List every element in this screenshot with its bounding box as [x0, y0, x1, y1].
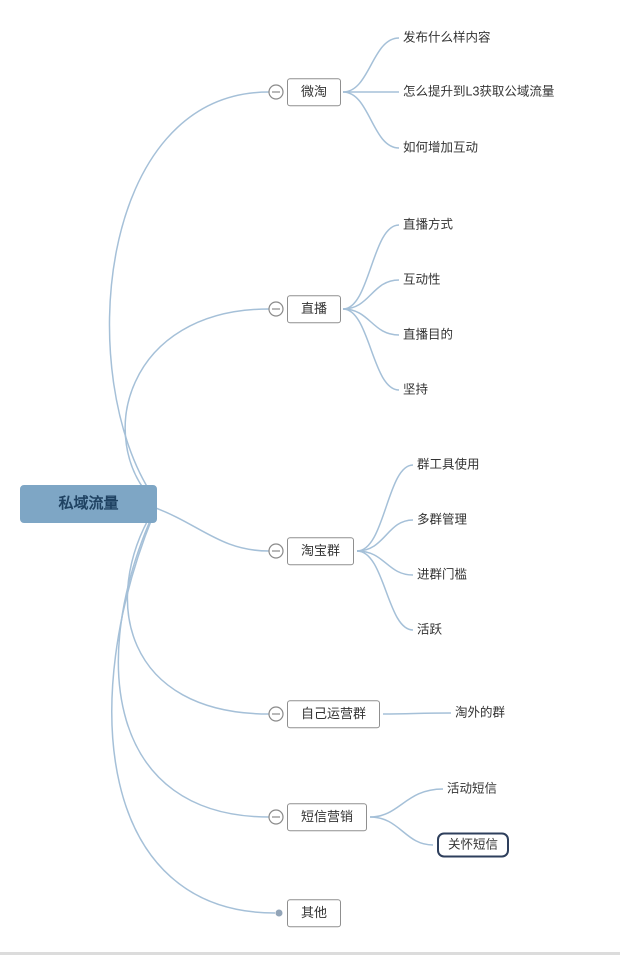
leaf-node[interactable]: 怎么提升到L3获取公域流量: [403, 84, 555, 99]
leaf-node[interactable]: 进群门槛: [417, 567, 468, 582]
leaf-node[interactable]: 活跃: [417, 622, 443, 637]
connector-line: [369, 788, 444, 818]
connector-line: [369, 816, 434, 846]
leaf-node[interactable]: 互动性: [403, 272, 441, 287]
connector-line: [356, 550, 414, 631]
leaf-node[interactable]: 群工具使用: [417, 457, 480, 472]
leaf-node[interactable]: 如何增加互动: [403, 140, 479, 155]
leaf-node[interactable]: 淘外的群: [455, 705, 506, 720]
branch-node-zijiyunyingqun[interactable]: 自己运营群: [287, 700, 381, 728]
leaf-node[interactable]: 直播目的: [403, 327, 454, 342]
collapse-icon[interactable]: [268, 543, 284, 559]
leaf-node[interactable]: 发布什么样内容: [403, 30, 491, 45]
branch-dot: [275, 909, 283, 917]
branch-node-duanxinyingxiao[interactable]: 短信营销: [287, 803, 368, 831]
collapse-icon[interactable]: [268, 706, 284, 722]
connector-line: [342, 308, 400, 336]
connector-line: [342, 37, 400, 93]
leaf-node[interactable]: 多群管理: [417, 512, 468, 527]
branch-node-taobaoqun[interactable]: 淘宝群: [287, 537, 355, 565]
connector-line: [117, 513, 270, 818]
connector-line: [356, 519, 414, 552]
collapse-icon[interactable]: [268, 301, 284, 317]
branch-node-zhibo[interactable]: 直播: [287, 295, 342, 323]
connector-line: [342, 224, 400, 310]
connector-line: [382, 712, 452, 715]
connector-line: [356, 550, 414, 576]
connector-line: [342, 91, 400, 149]
connector-line: [356, 464, 414, 552]
connector-line: [111, 515, 276, 914]
leaf-node[interactable]: 坚持: [403, 382, 429, 397]
connector-line: [124, 308, 270, 501]
connector-line: [108, 91, 270, 497]
leaf-node-selected[interactable]: 关怀短信: [437, 832, 510, 858]
leaf-node[interactable]: 活动短信: [447, 781, 498, 796]
connector-line: [342, 279, 400, 310]
collapse-icon[interactable]: [268, 809, 284, 825]
connector-line: [342, 308, 400, 391]
leaf-node[interactable]: 直播方式: [403, 217, 454, 232]
collapse-icon[interactable]: [268, 84, 284, 100]
branch-node-weitao[interactable]: 微淘: [287, 78, 342, 106]
branch-node-qita[interactable]: 其他: [287, 899, 342, 927]
root-node[interactable]: 私域流量: [20, 485, 157, 523]
connector-line: [126, 510, 270, 715]
connector-line: [152, 506, 270, 552]
